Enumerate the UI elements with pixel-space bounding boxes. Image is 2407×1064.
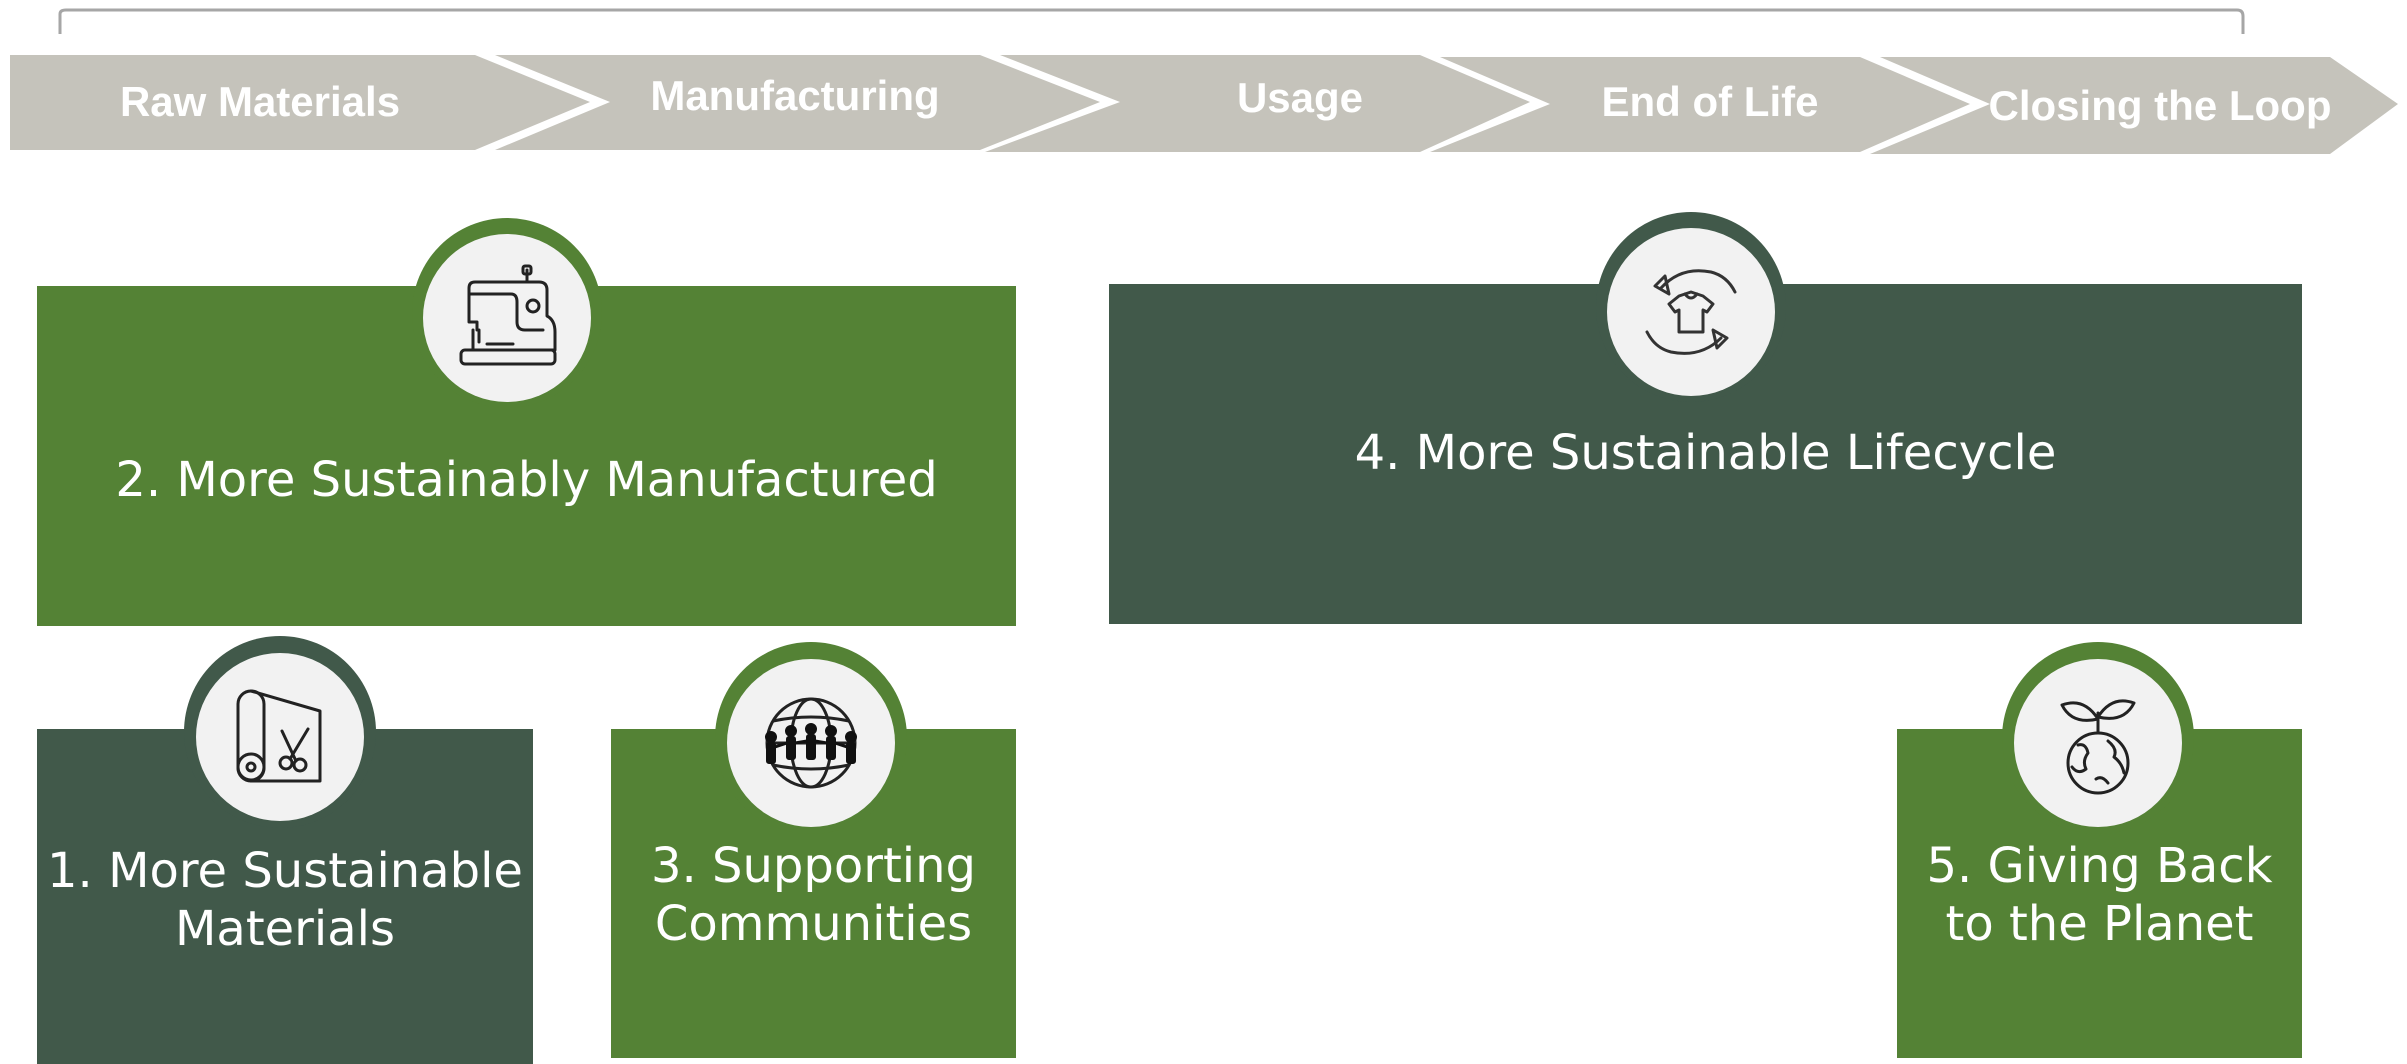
- badge-manufactured: [412, 218, 602, 408]
- chevron-end-of-life: [1430, 57, 1970, 152]
- sewing-machine-icon: [459, 264, 557, 366]
- recycle-shirt-icon: [1645, 269, 1737, 355]
- badge-planet: [2002, 642, 2194, 834]
- badge-communities: [715, 642, 907, 834]
- pillar-label-materials: 1. More Sustainable Materials: [37, 843, 533, 958]
- stage-label-raw-materials: Raw Materials: [119, 78, 401, 125]
- pillar-label-communities-line1: 3. Supporting: [650, 838, 977, 894]
- badge-lifecycle: [1596, 212, 1786, 402]
- pillar-label-communities-line2: Communities: [654, 895, 973, 952]
- pillar-label-planet: 5. Giving Back to the Planet: [1897, 838, 2302, 953]
- chevron-usage: [985, 55, 1530, 152]
- stage-label-manufacturing: Manufacturing: [650, 72, 940, 119]
- globe-people-icon: [765, 697, 857, 789]
- pillar-label-lifecycle: 4. More Sustainable Lifecycle: [1354, 425, 2057, 481]
- chevron-raw-materials: [10, 55, 590, 150]
- pillar-label-planet-line2: to the Planet: [1945, 895, 2254, 952]
- process-chevrons: [10, 55, 2398, 154]
- chevron-manufacturing: [495, 55, 1100, 150]
- badge-materials: [184, 636, 376, 828]
- pillar-label-materials-line2: Materials: [174, 900, 395, 957]
- stage-label-closing-the-loop: Closing the Loop: [1988, 82, 2332, 129]
- fabric-roll-scissors-icon: [236, 689, 322, 783]
- pillar-label-manufactured: 2. More Sustainably Manufactured: [115, 452, 938, 508]
- pillar-label-materials-line1: 1. More Sustainable: [47, 843, 523, 899]
- pillar-label-planet-line1: 5. Giving Back: [1926, 838, 2273, 894]
- earth-sprout-icon: [2060, 699, 2136, 795]
- stage-label-end-of-life: End of Life: [1601, 78, 1819, 125]
- stage-label-usage: Usage: [1236, 74, 1364, 121]
- chevron-closing-loop: [1870, 57, 2398, 154]
- pillar-label-communities: 3. Supporting Communities: [611, 838, 1016, 953]
